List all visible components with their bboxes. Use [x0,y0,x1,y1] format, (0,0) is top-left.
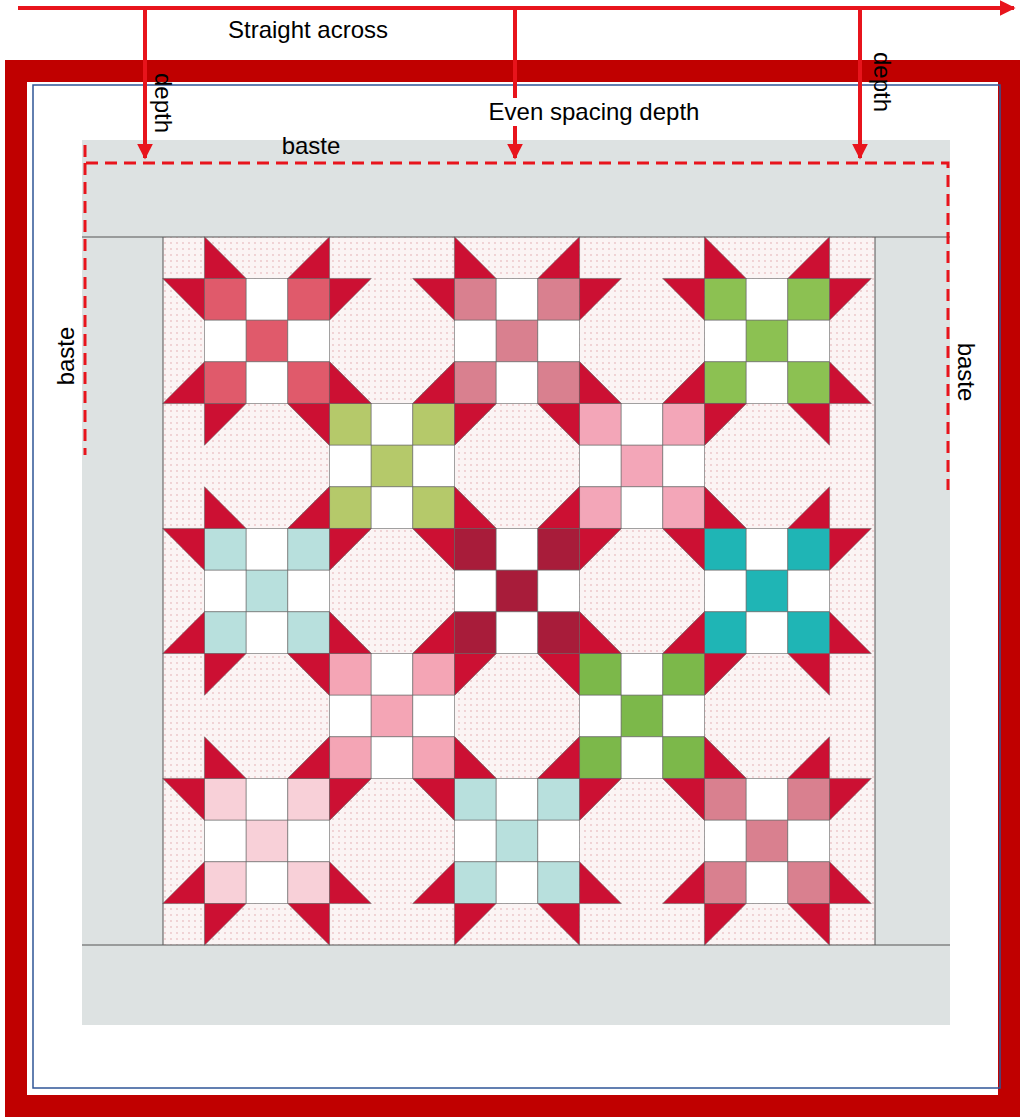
rotated-label: depth [149,70,177,136]
star-block [538,612,747,821]
star-block [663,737,872,946]
star-block [288,362,497,571]
star-block [163,237,372,446]
quilt-border [82,140,950,1025]
star-block [413,237,622,446]
star-block [163,487,372,696]
measure-label: baste [279,132,344,160]
measure-label: Even spacing depth [486,98,703,126]
star-block [663,237,872,446]
quilt-blocks [163,237,872,946]
measure-arrows [18,8,1014,158]
star-block [538,362,747,571]
star-block [288,612,497,821]
star-block [413,487,622,696]
rotated-label: baste [52,324,80,389]
star-block [663,487,872,696]
outer-frame [16,71,1009,1106]
measure-label: Straight across [225,16,391,44]
inner-frame [33,85,1000,1088]
baste-line [85,145,948,490]
border-seams [82,237,950,945]
star-block [413,737,622,946]
star-block [163,737,372,946]
rotated-label: depth [868,49,896,115]
rotated-label: baste [952,340,980,405]
quilt-center [163,237,875,945]
